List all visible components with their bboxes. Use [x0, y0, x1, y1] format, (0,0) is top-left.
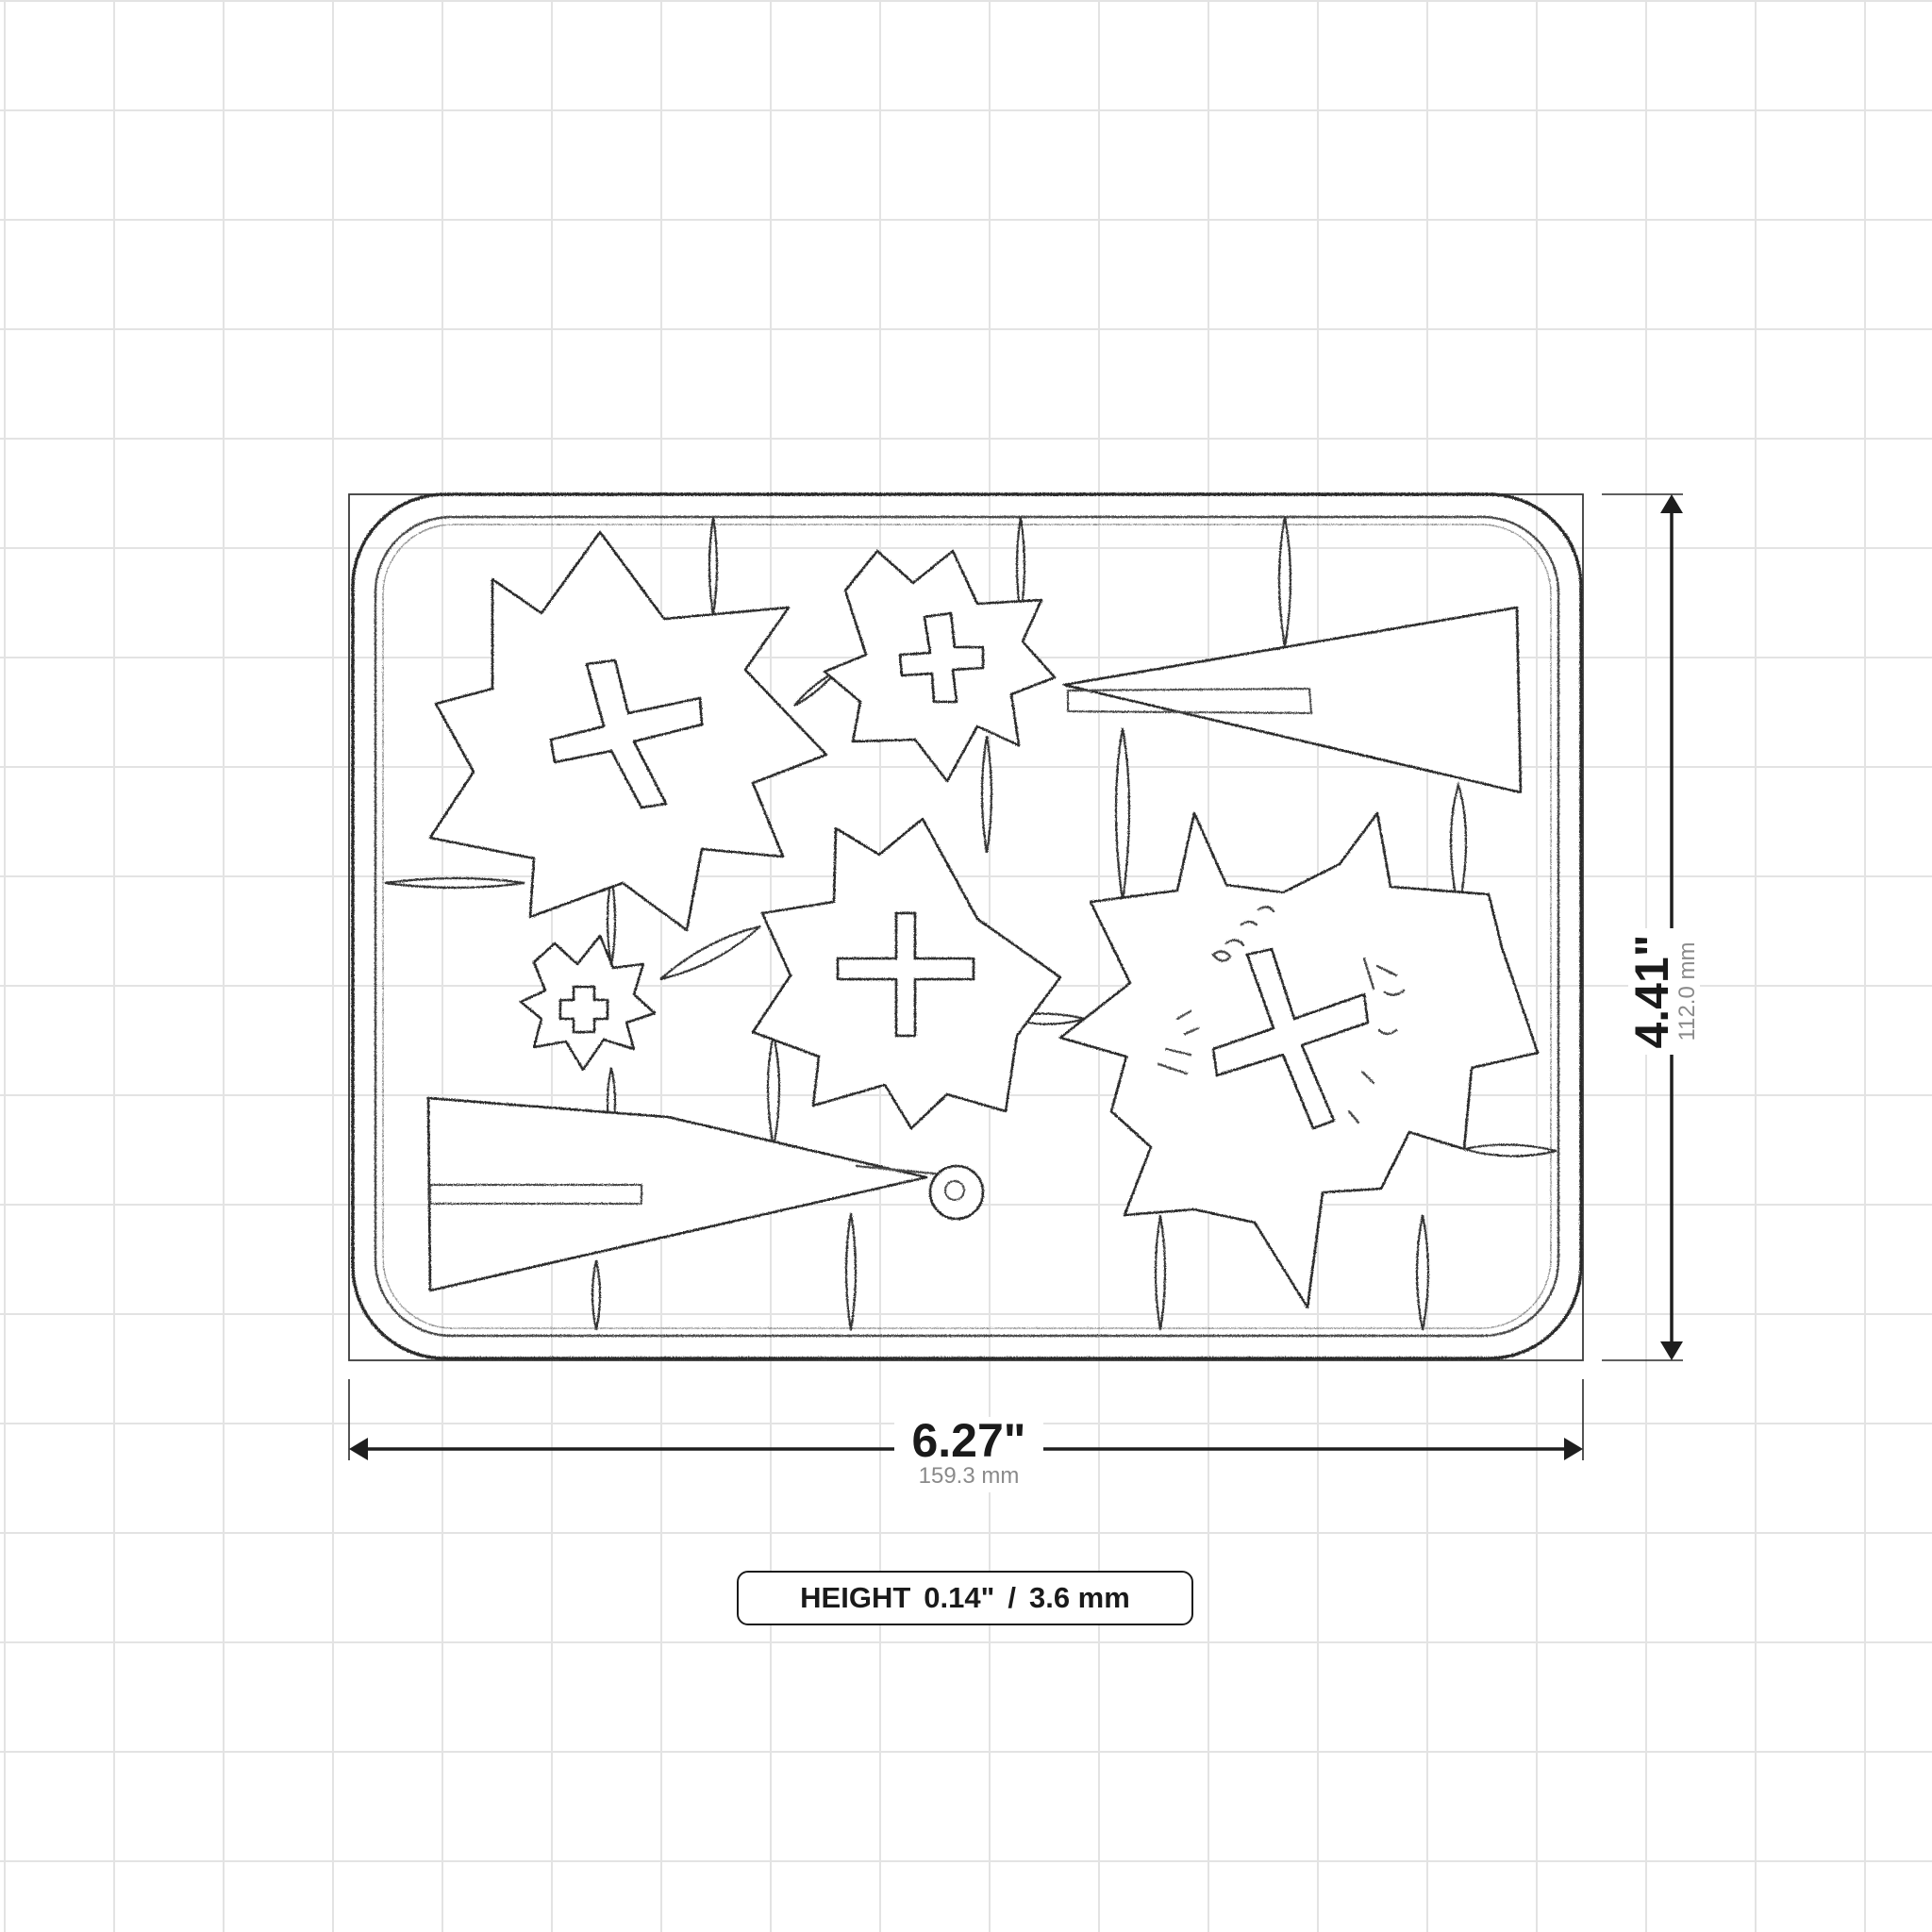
- frame-inner: [374, 515, 1560, 1338]
- star-center: [751, 817, 1062, 1130]
- width-inches: 6.27": [911, 1414, 1026, 1467]
- triangle-lower-left: [426, 1096, 985, 1292]
- star-small-left: [519, 934, 657, 1072]
- height-label: 4.41" 112.0 mm: [1625, 897, 1723, 1086]
- thickness-label: HEIGHT: [800, 1581, 911, 1614]
- frame-inner-2: [382, 524, 1552, 1329]
- star-medium-top-center: [823, 549, 1057, 783]
- star-right-embossed-marks: [1157, 906, 1406, 1124]
- height-mm: 112.0 mm: [1674, 936, 1700, 1047]
- width-label: 6.27" 159.3 mm: [894, 1417, 1043, 1492]
- height-inches: 4.41": [1625, 928, 1678, 1055]
- thickness-separator: /: [1008, 1581, 1016, 1614]
- thickness-mm: 3.6 mm: [1028, 1581, 1130, 1614]
- triangle-upper-right: [1062, 606, 1523, 794]
- width-mm: 159.3 mm: [918, 1463, 1020, 1489]
- thickness-inches: 0.14": [924, 1581, 995, 1614]
- star-large-right: [1058, 811, 1540, 1309]
- thickness-badge: HEIGHT 0.14" / 3.6 mm: [737, 1571, 1193, 1625]
- frame-outer: [351, 492, 1583, 1360]
- height-dimension: [1602, 493, 1683, 1361]
- star-large-top-left: [428, 530, 828, 932]
- sprue-frame: [351, 492, 1583, 1360]
- runner-gates: [384, 516, 1557, 1331]
